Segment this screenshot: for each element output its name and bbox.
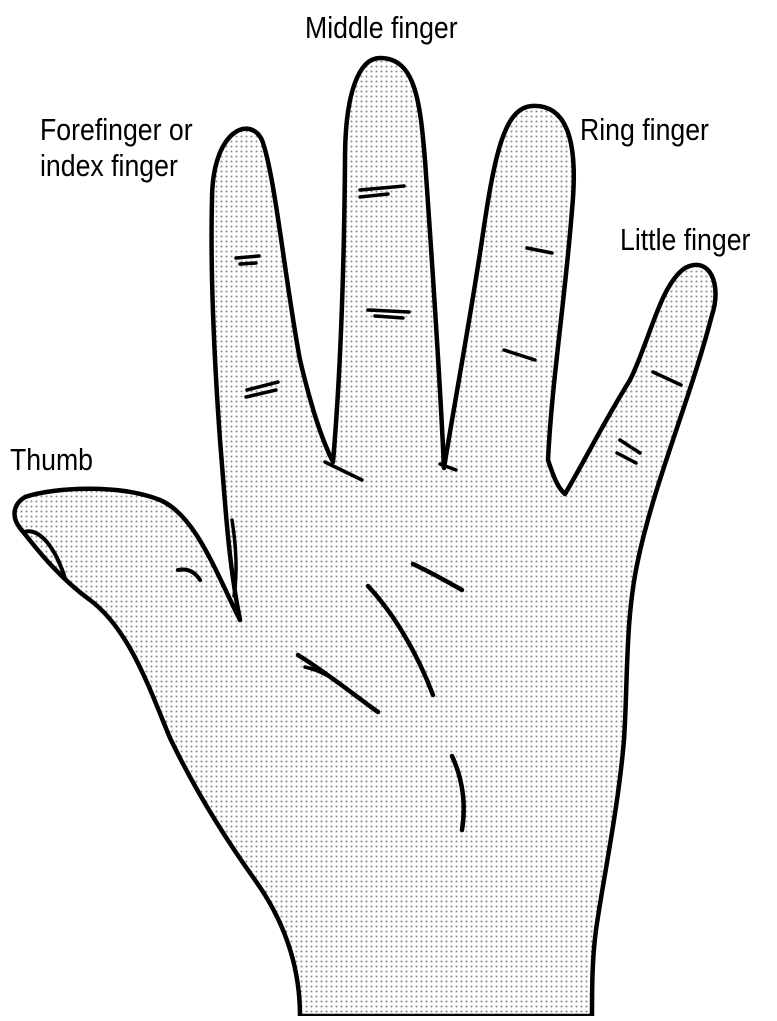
label-little-finger: Little finger [620,222,750,258]
hand-outline [15,58,716,1016]
label-forefinger-line1: Forefinger or [40,112,193,148]
label-ring-finger: Ring finger [580,112,709,148]
label-forefinger-line2: index finger [40,148,193,184]
label-thumb: Thumb [10,442,93,478]
label-middle-finger: Middle finger [305,10,458,46]
label-forefinger: Forefinger or index finger [40,112,193,184]
